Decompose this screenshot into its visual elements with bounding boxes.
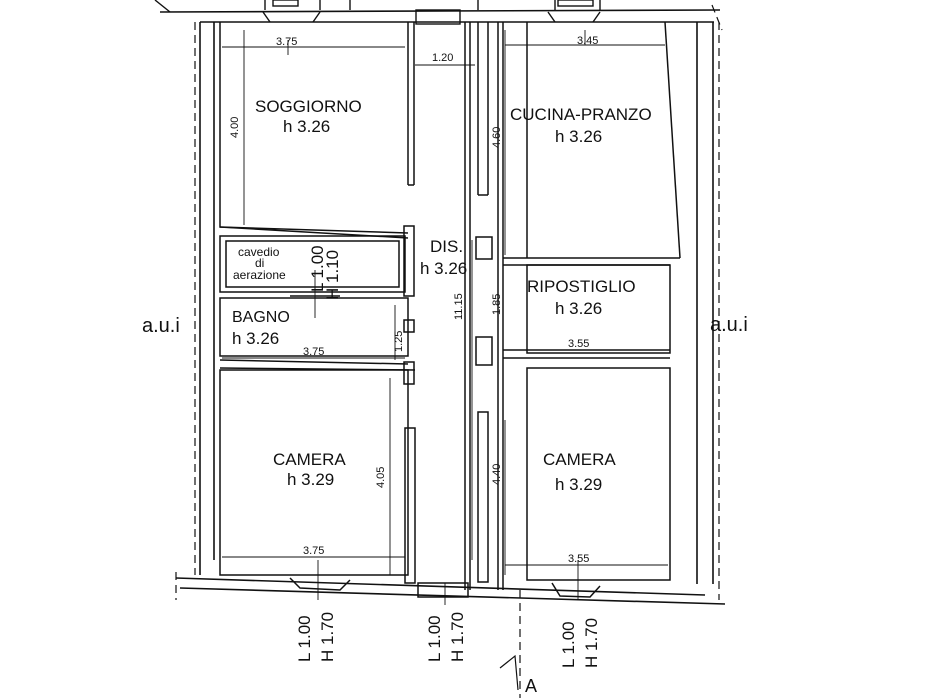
interior-walls bbox=[219, 21, 681, 598]
outside-label-right: a.u.i bbox=[710, 314, 748, 336]
dim-bagno-width: 3.75 bbox=[303, 346, 324, 358]
window-camera-left-l: L 1.00 bbox=[295, 615, 314, 662]
ripostiglio-height: h 3.26 bbox=[555, 299, 602, 318]
window-cavedio-l: L 1.00 bbox=[308, 245, 327, 292]
cavedio-line3: aerazione bbox=[233, 268, 286, 282]
dim-ripostiglio-width: 3.55 bbox=[568, 338, 589, 350]
window-camera-right-l: L 1.00 bbox=[559, 621, 578, 668]
ripostiglio-name: RIPOSTIGLIO bbox=[527, 277, 636, 296]
bagno-height: h 3.26 bbox=[232, 329, 279, 348]
camera-left-height: h 3.29 bbox=[287, 470, 334, 489]
dim-ripostiglio-depth: 1.85 bbox=[491, 294, 503, 315]
camera-right-height: h 3.29 bbox=[555, 475, 602, 494]
dim-cucina-width: 3.45 bbox=[577, 35, 598, 47]
soggiorno-height: h 3.26 bbox=[283, 117, 330, 136]
dis-height: h 3.26 bbox=[420, 259, 467, 278]
cavedio-line1: cavedio bbox=[238, 245, 280, 259]
section-marker-label: A bbox=[525, 676, 537, 696]
dimension-lines bbox=[222, 30, 668, 605]
dim-camera-right-depth: 4.40 bbox=[491, 464, 503, 485]
camera-left-name: CAMERA bbox=[273, 450, 346, 469]
dim-bagno-depth: 1.25 bbox=[393, 331, 405, 352]
dim-camera-right-width: 3.55 bbox=[568, 553, 589, 565]
outside-label-left: a.u.i bbox=[142, 315, 180, 337]
cavedio-line2: di bbox=[255, 256, 264, 270]
dim-cucina-depth: 4.60 bbox=[491, 127, 503, 148]
property-lines bbox=[175, 4, 723, 698]
top-openings bbox=[154, 0, 601, 25]
dim-corridor-length: 11.15 bbox=[453, 293, 465, 320]
window-camera-right-h: H 1.70 bbox=[582, 618, 601, 668]
dim-camera-left-width: 3.75 bbox=[303, 545, 324, 557]
window-corridor-h: H 1.70 bbox=[448, 612, 467, 662]
outer-walls bbox=[159, 9, 726, 605]
dim-camera-left-depth: 4.05 bbox=[375, 467, 387, 488]
dis-name: DIS. bbox=[430, 237, 463, 256]
cucina-height: h 3.26 bbox=[555, 127, 602, 146]
soggiorno-name: SOGGIORNO bbox=[255, 97, 362, 116]
dim-corridor-width: 1.20 bbox=[432, 52, 453, 64]
window-cavedio-h: H 1.10 bbox=[323, 250, 342, 300]
dim-soggiorno-width: 3.75 bbox=[276, 36, 297, 48]
cucina-name: CUCINA-PRANZO bbox=[510, 105, 652, 124]
window-corridor-l: L 1.00 bbox=[425, 615, 444, 662]
dim-soggiorno-depth: 4.00 bbox=[229, 117, 241, 138]
window-camera-left-h: H 1.70 bbox=[318, 612, 337, 662]
camera-right-name: CAMERA bbox=[543, 450, 616, 469]
section-marker bbox=[499, 654, 519, 691]
bagno-name: BAGNO bbox=[232, 309, 290, 326]
